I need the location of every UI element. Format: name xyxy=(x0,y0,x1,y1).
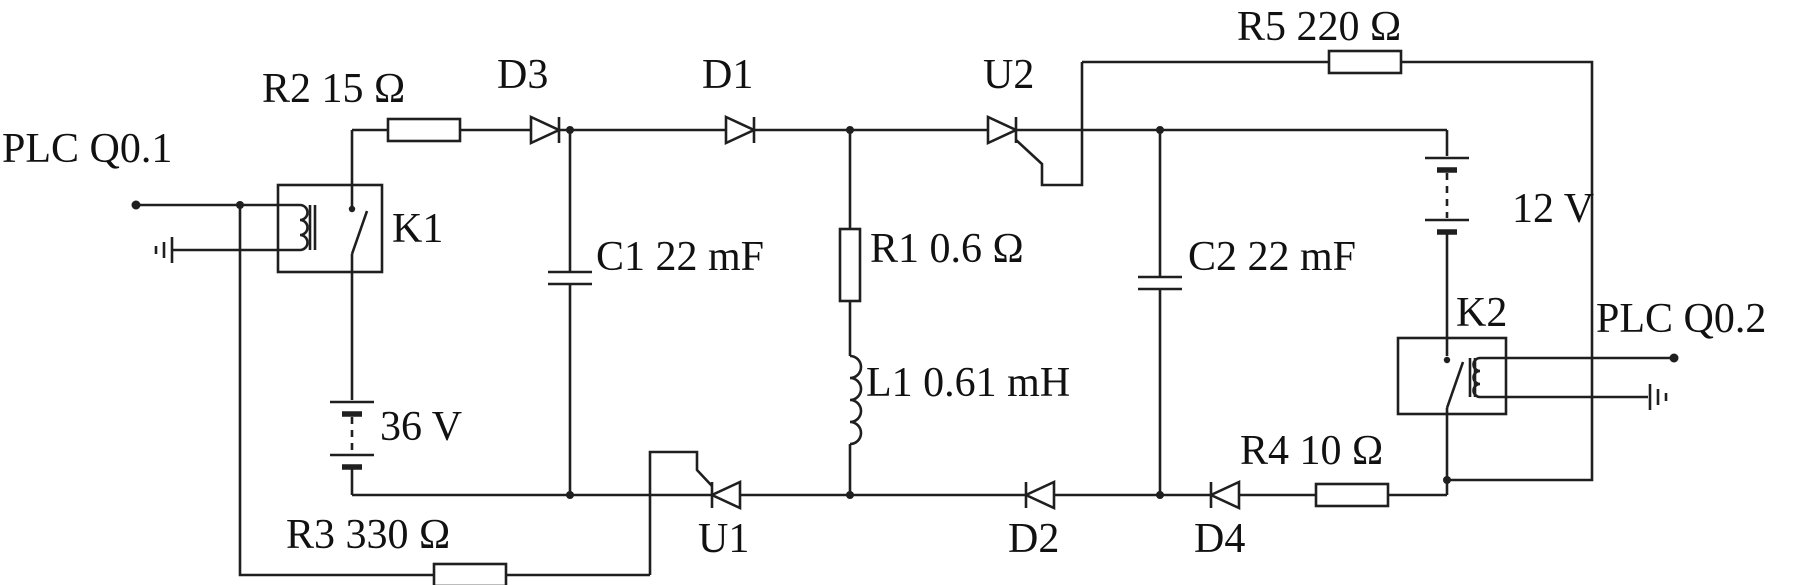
diode-d1-icon xyxy=(724,114,758,146)
junction-dot xyxy=(566,126,574,134)
resistor-r3-icon xyxy=(432,562,508,585)
relay-k2-box xyxy=(1396,336,1508,416)
wire-r3-run xyxy=(238,205,650,577)
inductor-l1-icon xyxy=(849,354,863,446)
label-u1: U1 xyxy=(698,516,749,562)
capacitor-c1-icon xyxy=(548,270,592,286)
terminal-dot-plc1 xyxy=(131,200,141,210)
label-plc-q02: PLC Q0.2 xyxy=(1596,296,1766,342)
label-c2: C2 22 mF xyxy=(1188,234,1356,280)
junction-dot xyxy=(846,491,854,499)
diode-d2-icon xyxy=(1022,479,1056,511)
label-k2: K2 xyxy=(1456,290,1507,336)
relay-k1-contact-dot xyxy=(348,205,356,213)
junction-dot xyxy=(1443,476,1451,484)
resistor-r5-icon xyxy=(1327,49,1403,75)
label-l1: L1 0.61 mH xyxy=(866,360,1070,406)
label-plc-q01: PLC Q0.1 xyxy=(2,126,172,172)
diode-d3-icon xyxy=(529,114,563,146)
ground-icon xyxy=(1648,384,1668,410)
label-r1: R1 0.6 Ω xyxy=(870,226,1024,272)
relay-k2-contact-dot xyxy=(1443,356,1451,364)
relay-k2-coil-icon xyxy=(1468,356,1481,399)
relay-k1-switch-icon xyxy=(350,210,369,255)
diode-d4-icon xyxy=(1207,479,1241,511)
terminal-dot-plc2 xyxy=(1669,353,1679,363)
thyristor-u2-icon xyxy=(986,114,1020,146)
battery-36v-icon xyxy=(330,400,374,470)
capacitor-c2-icon xyxy=(1138,275,1182,291)
label-r2: R2 15 Ω xyxy=(262,66,405,112)
label-12v: 12 V xyxy=(1512,186,1594,232)
resistor-r2-icon xyxy=(386,117,462,143)
relay-k2-switch-icon xyxy=(1445,361,1465,409)
resistor-r4-icon xyxy=(1314,482,1390,508)
label-d4: D4 xyxy=(1194,516,1245,562)
junction-dot xyxy=(846,126,854,134)
label-d3: D3 xyxy=(497,52,548,98)
label-36v: 36 V xyxy=(380,404,462,450)
thyristor-u1-icon xyxy=(708,479,742,511)
label-d2: D2 xyxy=(1008,516,1059,562)
relay-k1-coil-icon xyxy=(299,203,317,252)
label-u2: U2 xyxy=(983,52,1034,98)
battery-12v-icon xyxy=(1425,156,1469,235)
label-k1: K1 xyxy=(392,206,443,252)
label-d1: D1 xyxy=(702,52,753,98)
label-r4: R4 10 Ω xyxy=(1240,428,1383,474)
junction-dot xyxy=(566,491,574,499)
label-r3: R3 330 Ω xyxy=(286,512,450,558)
wire-u1-gate xyxy=(648,450,713,575)
relay-k1-box xyxy=(276,183,384,274)
wire-u2-gate xyxy=(1015,62,1084,187)
resistor-r1-icon xyxy=(838,227,862,303)
label-r5: R5 220 Ω xyxy=(1237,4,1401,50)
junction-dot xyxy=(236,201,244,209)
label-c1: C1 22 mF xyxy=(596,234,764,280)
ground-icon xyxy=(154,237,174,263)
junction-dot xyxy=(1156,126,1164,134)
junction-dot xyxy=(1156,491,1164,499)
